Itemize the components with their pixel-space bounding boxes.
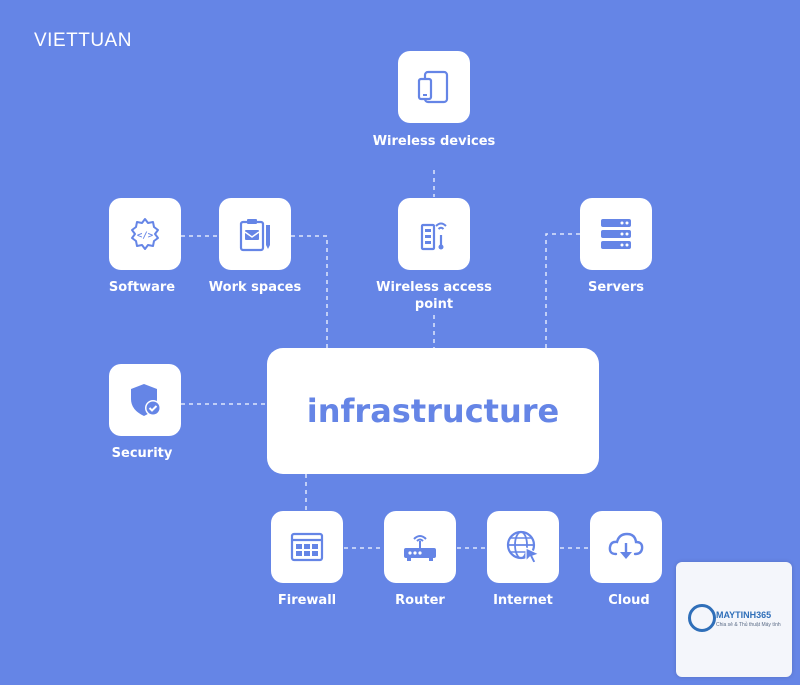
tablet-phone-icon [417, 70, 449, 104]
label-internet: Internet [493, 593, 553, 608]
line-servers-center [545, 233, 580, 348]
tile-router[interactable] [384, 511, 456, 583]
label-wireless-devices: Wireless devices [372, 134, 496, 149]
tile-internet[interactable] [487, 511, 559, 583]
infrastructure-box: infrastructure [267, 348, 599, 474]
watermark-tagline: Chia sẻ & Thủ thuật Máy tính [716, 622, 781, 628]
label-work-spaces: Work spaces [208, 280, 302, 295]
tile-firewall[interactable] [271, 511, 343, 583]
watermark-brand: MAYTINH365 [716, 610, 772, 620]
globe-cursor-icon [506, 530, 541, 564]
access-point-icon [420, 222, 447, 251]
label-servers: Servers [587, 280, 645, 295]
tile-work-spaces[interactable] [219, 198, 291, 270]
infrastructure-title: infrastructure [306, 392, 560, 430]
tile-servers[interactable] [580, 198, 652, 270]
label-cloud: Cloud [608, 593, 650, 608]
label-wireless-access-point: Wireless access point [376, 280, 492, 312]
line-workspaces-center [291, 235, 328, 348]
shield-check-icon [131, 384, 161, 416]
tile-software[interactable]: </> [109, 198, 181, 270]
tile-wireless-devices[interactable] [398, 51, 470, 123]
code-gear-icon: </> [131, 218, 159, 250]
watermark-badge: MAYTINH365 Chia sẻ & Thủ thuật Máy tính [676, 562, 792, 677]
cloud-download-icon [608, 532, 644, 559]
clipboard-pen-icon [239, 219, 270, 252]
label-firewall: Firewall [277, 593, 337, 608]
watermark-logo-icon [688, 604, 716, 632]
tile-security[interactable] [109, 364, 181, 436]
label-security: Security [111, 446, 173, 461]
svg-text:</>: </> [137, 231, 154, 241]
server-rack-icon [601, 219, 631, 249]
label-software: Software [108, 280, 176, 295]
brand-logo: VIETTUAN [34, 30, 132, 51]
firewall-icon [290, 532, 324, 562]
label-router: Router [395, 593, 445, 608]
tile-wireless-access-point[interactable] [398, 198, 470, 270]
tile-cloud[interactable] [590, 511, 662, 583]
router-icon [404, 535, 436, 561]
